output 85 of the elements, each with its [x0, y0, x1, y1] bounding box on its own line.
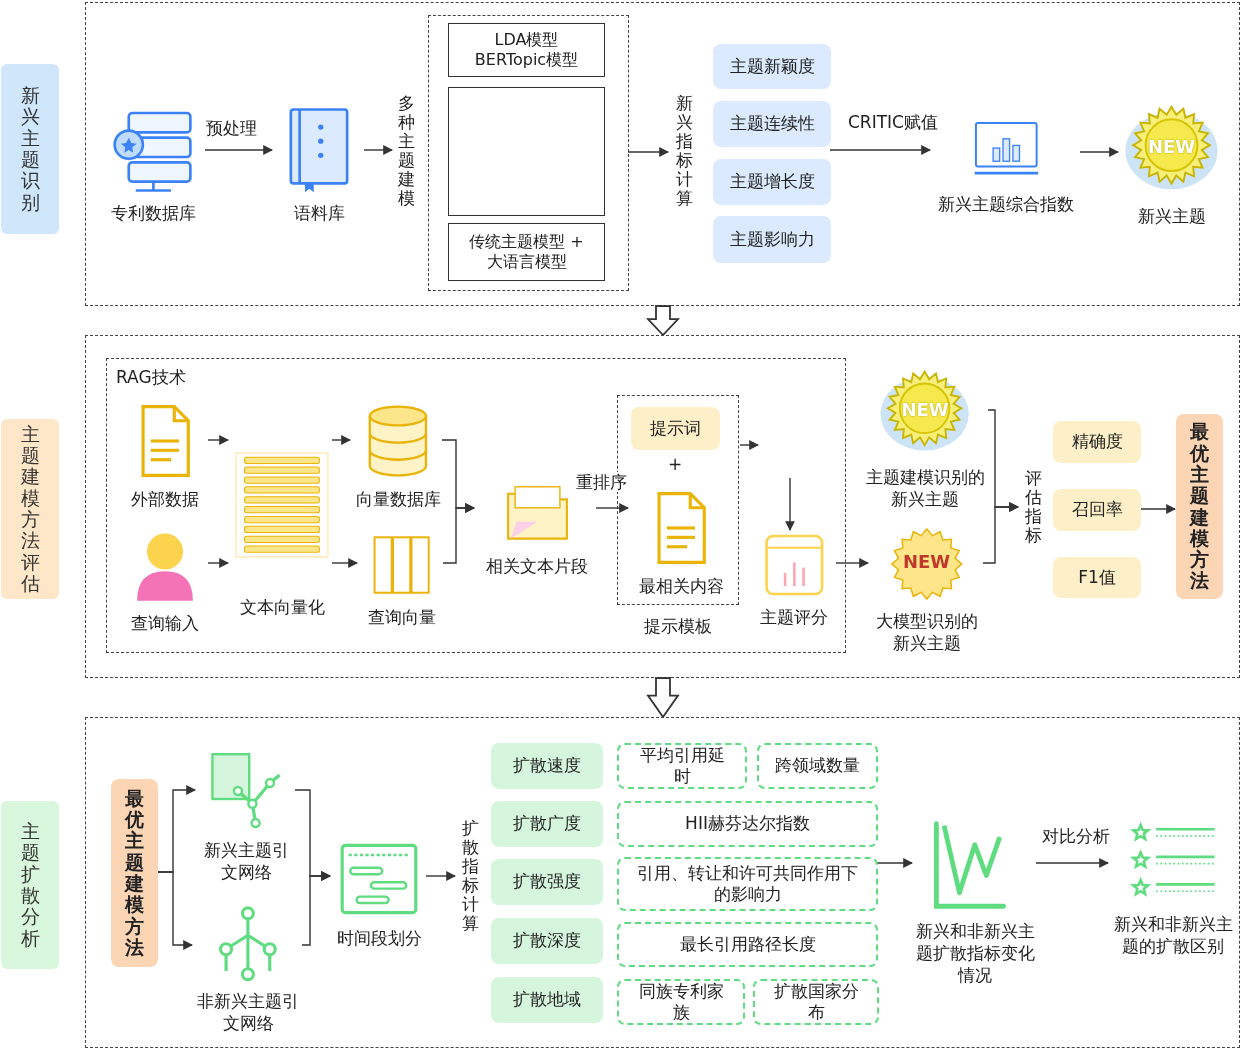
node-caption: 最相关内容 — [637, 575, 725, 598]
label-box: 扩散强度 — [491, 859, 603, 905]
edge-label: 预处理 — [204, 118, 259, 139]
node-caption: 新兴和非新兴主题的扩散区别 — [1112, 913, 1234, 958]
node-caption: 语料库 — [292, 202, 346, 225]
label-box: 提示词 — [631, 407, 720, 450]
arrow — [595, 503, 629, 513]
arrow — [876, 858, 913, 868]
label-box: 主题连续性 — [713, 101, 831, 147]
arrow — [156, 871, 193, 950]
arrow — [204, 145, 273, 155]
measure-box: 同族专利家族 — [617, 979, 745, 1025]
method-box: 最优主题建模方法 — [111, 779, 158, 967]
badge-text: NEW — [901, 550, 952, 574]
measure-box: 最长引用路径长度 — [617, 922, 878, 967]
arrow — [1139, 504, 1176, 514]
label-box: 扩散深度 — [491, 918, 603, 964]
edge-label: CRITIC赋值 — [846, 112, 940, 133]
node-caption: 主题建模识别的新兴主题 — [864, 466, 986, 511]
block-arrow — [646, 677, 680, 719]
section-title: 主题建模方法评估 — [1, 419, 59, 599]
label-box: F1值 — [1053, 557, 1141, 598]
node-caption: 新兴和非新兴主题扩散指标变化情况 — [914, 920, 1036, 987]
arrow — [785, 477, 795, 531]
node-caption: 专利数据库 — [110, 202, 197, 225]
arrow — [739, 440, 759, 450]
arrow — [207, 558, 229, 568]
node-caption: 新兴主题引文网络 — [202, 839, 290, 884]
label-box: 主题影响力 — [713, 216, 831, 263]
label-box: 主题新颖度 — [713, 44, 831, 89]
label-box: 召回率 — [1053, 489, 1141, 531]
arrow — [301, 871, 331, 946]
node-caption: 相关文本片段 — [485, 555, 589, 578]
group-title: RAG技术 — [116, 366, 186, 389]
arrow — [829, 145, 931, 155]
label-box: 扩散速度 — [491, 743, 603, 789]
block-arrow — [645, 305, 681, 337]
label-box: 主题增长度 — [713, 159, 831, 205]
node-caption: 新兴主题 — [1136, 205, 1207, 228]
vertical-label: 扩散指标计算 — [456, 813, 484, 939]
arrow — [207, 435, 229, 445]
label-box: 扩散广度 — [491, 801, 603, 847]
arrow — [331, 558, 358, 568]
dashed-group-frame — [106, 358, 846, 653]
arrow — [331, 435, 351, 445]
arrow — [442, 503, 475, 564]
edge-label: 对比分析 — [1040, 826, 1112, 847]
node-caption: 主题评分 — [759, 606, 829, 629]
arrow — [1035, 858, 1109, 868]
arrow — [425, 871, 456, 881]
empty-box — [448, 87, 605, 216]
arrow — [627, 147, 669, 157]
node-caption: 文本向量化 — [238, 596, 326, 619]
arrow — [363, 145, 393, 155]
badge-text: NEW — [1146, 135, 1197, 159]
group-title: 多种主题建模 — [396, 91, 416, 211]
group-title: 提示模板 — [643, 615, 713, 638]
measure-box: 跨领域数量 — [757, 743, 878, 789]
edge-label: 重排序 — [574, 472, 629, 493]
section-title: 主题扩散分析 — [1, 801, 59, 969]
node-caption: 查询输入 — [130, 612, 200, 635]
node-caption: 外部数据 — [130, 488, 200, 511]
measure-box: 平均引用延时 — [617, 743, 747, 789]
node-caption: 大模型识别的新兴主题 — [874, 610, 979, 655]
label-box: 扩散地域 — [491, 977, 603, 1023]
label-box: 传统主题模型 + 大语言模型 — [448, 223, 605, 281]
node-caption: 新兴主题综合指数 — [937, 193, 1075, 216]
node-caption: 时间段划分 — [335, 927, 423, 950]
arrow — [835, 558, 869, 568]
node-caption: 查询向量 — [367, 606, 437, 629]
plus-text: + — [667, 454, 684, 475]
node-caption: 非新兴主题引文网络 — [196, 990, 300, 1035]
badge-text: NEW — [900, 398, 950, 422]
vertical-label: 新兴指标计算 — [669, 89, 699, 213]
method-box: 最优主题建模方法 — [1176, 414, 1223, 599]
measure-box: 引用、转让和许可共同作用下的影响力 — [617, 857, 878, 911]
label-box: LDA模型 BERTopic模型 — [448, 23, 605, 77]
measure-box: HII赫芬达尔指数 — [617, 801, 878, 847]
measure-box: 扩散国家分布 — [753, 979, 879, 1025]
arrow — [982, 502, 1019, 564]
vertical-label: 评估指标 — [1019, 463, 1047, 551]
arrow — [1079, 147, 1119, 157]
node-caption: 向量数据库 — [354, 488, 442, 511]
section-title: 新兴主题识别 — [1, 64, 59, 234]
label-box: 精确度 — [1053, 421, 1141, 463]
